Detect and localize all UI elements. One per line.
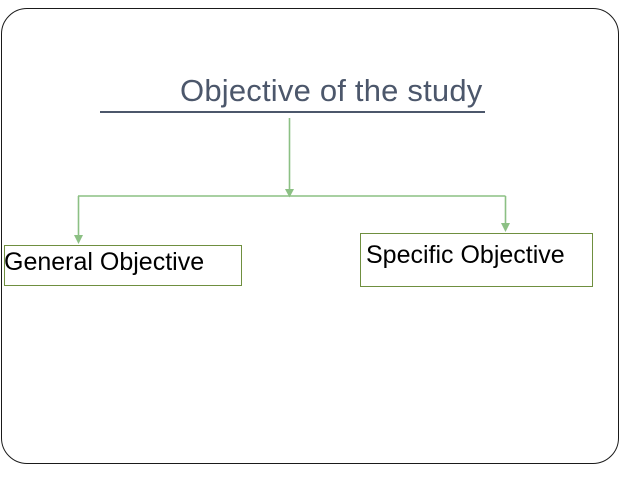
node-box-general-objective[interactable] [4, 245, 242, 286]
page-title: Objective of the study [100, 72, 485, 113]
node-label-general-objective: General Objective [4, 248, 205, 276]
slide-title: Objective of the study [100, 72, 600, 113]
node-label-specific-objective: Specific Objective [366, 241, 565, 269]
slide-frame-border [1, 8, 619, 464]
node-box-specific-objective[interactable] [360, 233, 593, 287]
